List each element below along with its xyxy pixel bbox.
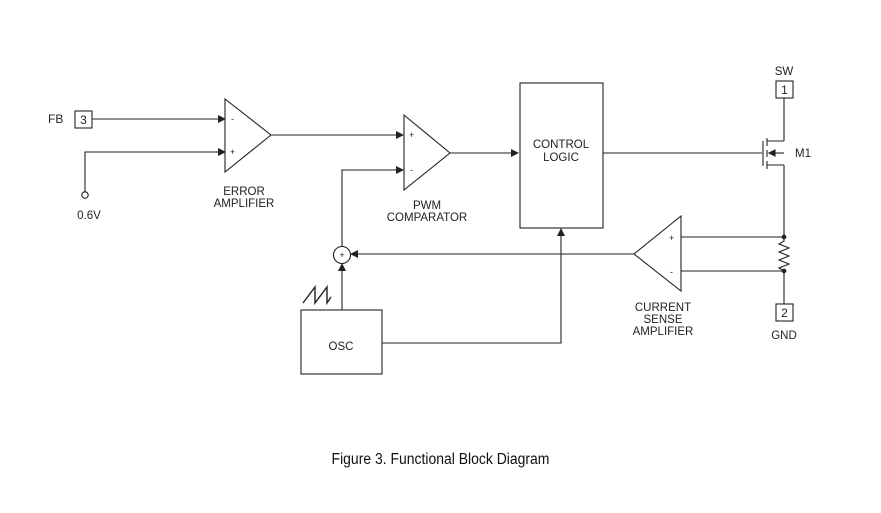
summing-node-sign: + bbox=[339, 250, 344, 260]
reference-wire bbox=[84, 148, 226, 192]
fb-pin-number: 3 bbox=[80, 113, 87, 127]
error-amplifier-label-1: ERROR bbox=[223, 186, 265, 198]
current-sense-minus-sign: - bbox=[670, 267, 673, 277]
error-amplifier-triangle bbox=[224, 97, 272, 174]
figure-caption: Figure 3. Functional Block Diagram bbox=[331, 451, 550, 468]
control-logic-block bbox=[519, 82, 604, 229]
sawtooth-icon bbox=[302, 284, 332, 306]
reference-terminal bbox=[81, 191, 89, 199]
oscillator-clock-wire bbox=[382, 228, 565, 344]
ramp-to-pwm-wire bbox=[341, 166, 404, 247]
sense-node-top bbox=[781, 234, 787, 240]
control-logic-label-2: LOGIC bbox=[543, 152, 579, 164]
current-sense-label-1: CURRENT bbox=[635, 302, 691, 314]
error-amplifier-label-2: AMPLIFIER bbox=[214, 198, 275, 210]
fb-pin-label: FB bbox=[48, 112, 63, 126]
gnd-pin-box bbox=[775, 303, 794, 322]
mosfet-label: M1 bbox=[795, 148, 811, 160]
oscillator-label: OSC bbox=[329, 341, 354, 353]
sense-node-bottom bbox=[781, 268, 787, 274]
sw-pin-number: 1 bbox=[781, 83, 788, 97]
sense-resistor bbox=[777, 237, 791, 304]
error-amp-minus-sign: - bbox=[231, 114, 234, 124]
pwm-comparator-triangle bbox=[403, 113, 451, 192]
current-sense-plus-sign: + bbox=[669, 233, 674, 243]
gnd-pin-label: GND bbox=[771, 330, 797, 342]
gnd-pin-number: 2 bbox=[781, 306, 788, 320]
oscillator-block bbox=[300, 309, 383, 375]
current-sense-label-2: SENSE bbox=[644, 314, 683, 326]
control-logic-label-1: CONTROL bbox=[533, 139, 590, 151]
pwm-plus-sign: + bbox=[409, 130, 414, 140]
mosfet-body-arrow bbox=[767, 149, 776, 157]
reference-voltage-label: 0.6V bbox=[77, 210, 101, 222]
pwm-comparator-label-1: PWM bbox=[413, 200, 441, 212]
error-amp-plus-sign: + bbox=[230, 147, 235, 157]
current-sense-label-3: AMPLIFIER bbox=[633, 326, 694, 338]
pwm-minus-sign: - bbox=[410, 165, 413, 175]
sw-pin-label: SW bbox=[775, 66, 794, 78]
current-sense-amplifier-triangle bbox=[633, 214, 682, 293]
pwm-comparator-label-2: COMPARATOR bbox=[387, 212, 468, 224]
